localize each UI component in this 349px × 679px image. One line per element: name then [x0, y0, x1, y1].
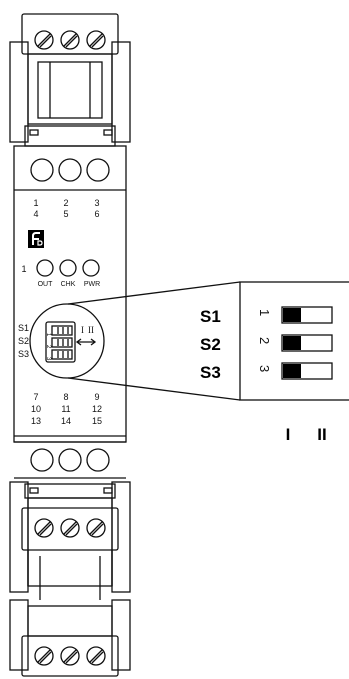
- screw-icon: [60, 518, 80, 538]
- terminal-label: 14: [61, 416, 71, 426]
- terminal-opening: [86, 448, 110, 472]
- terminal-opening: [58, 448, 82, 472]
- terminal-label: 3: [94, 198, 99, 208]
- terminal-label: 2: [63, 198, 68, 208]
- led-chk: [59, 259, 77, 277]
- small-pos-two-label: II: [88, 325, 94, 335]
- terminal-opening: [58, 158, 82, 182]
- pf-logo: [28, 230, 44, 248]
- screw-icon: [86, 646, 106, 666]
- small-switch-s3: [51, 349, 73, 360]
- terminal-label: 9: [94, 392, 99, 402]
- small-switch-number: 1: [45, 333, 51, 337]
- small-switch-number: 2: [45, 345, 51, 349]
- zoom-line-bottom: [67, 377, 241, 401]
- detail-pos-one-label: I: [286, 425, 291, 444]
- screw-icon: [34, 518, 54, 538]
- detail-label-s1: S1: [200, 307, 221, 326]
- terminal-label: 15: [92, 416, 102, 426]
- detail-number: 1: [257, 309, 272, 316]
- terminal-label: 6: [94, 209, 99, 219]
- bottom-terminal-block-upper: [9, 481, 131, 600]
- detail-number: 3: [257, 365, 272, 372]
- detail-pos-two-label: II: [317, 425, 326, 444]
- led-out: [36, 259, 54, 277]
- zoom-line-top: [67, 281, 241, 305]
- small-switch-label-s2: S2: [18, 336, 29, 346]
- detail-lever-s3: [283, 364, 301, 378]
- screw-icon: [86, 30, 106, 50]
- detail-label-s2: S2: [200, 335, 221, 354]
- terminal-opening: [30, 448, 54, 472]
- small-pos-one-label: I: [81, 325, 84, 335]
- detail-lever-s2: [283, 336, 301, 350]
- led-pwr-label: PWR: [84, 281, 100, 288]
- terminal-label: 12: [92, 404, 102, 414]
- led-out-label: OUT: [38, 281, 54, 288]
- direction-arrow-icon: [75, 338, 97, 346]
- terminal-label: 13: [31, 416, 41, 426]
- small-switch-s1: [51, 325, 73, 336]
- terminal-label: 8: [63, 392, 68, 402]
- terminal-opening: [30, 158, 54, 182]
- top-terminal-block: [9, 13, 131, 147]
- device-housing: [13, 145, 127, 443]
- bottom-terminal-block-lower: [9, 599, 131, 677]
- screw-icon: [60, 646, 80, 666]
- screw-icon: [60, 30, 80, 50]
- terminal-label: 4: [33, 209, 38, 219]
- terminal-label: 10: [31, 404, 41, 414]
- small-switch-s2: [51, 337, 73, 348]
- terminal-opening: [86, 158, 110, 182]
- terminal-label: 7: [33, 392, 38, 402]
- screw-icon: [86, 518, 106, 538]
- small-switch-label-s3: S3: [18, 349, 29, 359]
- switch-bank: [45, 321, 76, 363]
- led-chk-label: CHK: [61, 281, 76, 288]
- terminal-label: 1: [33, 198, 38, 208]
- detail-number: 2: [257, 337, 272, 344]
- led-pwr: [82, 259, 100, 277]
- detail-lever-s1: [283, 308, 301, 322]
- switch-panel: [29, 303, 105, 379]
- small-switch-number: 3: [45, 357, 51, 361]
- terminal-label: 11: [61, 404, 70, 414]
- detail-box: [239, 281, 349, 401]
- led-number-label: 1: [21, 264, 26, 274]
- small-switch-label-s1: S1: [18, 323, 29, 333]
- screw-icon: [34, 646, 54, 666]
- screw-icon: [34, 30, 54, 50]
- terminal-label: 5: [63, 209, 68, 219]
- detail-label-s3: S3: [200, 363, 221, 382]
